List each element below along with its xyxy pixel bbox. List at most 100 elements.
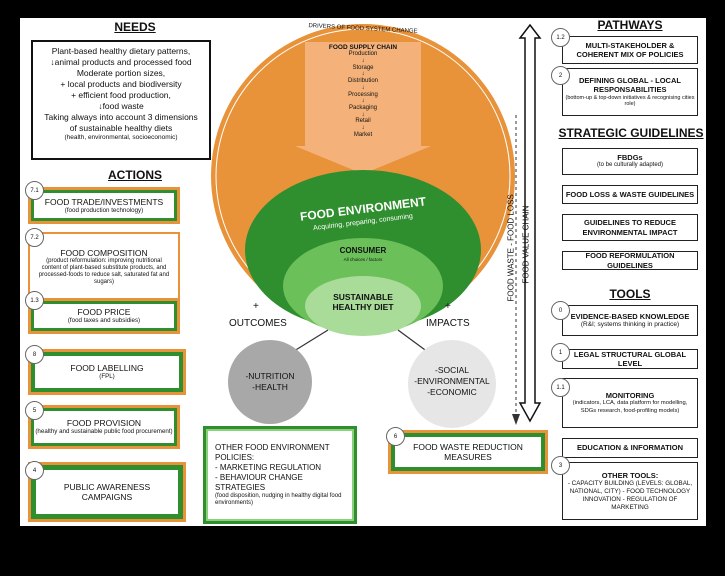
impact-item: -SOCIAL [434,365,469,375]
food-loss-label: FOOD WASTE - FOOD LOSS [506,194,516,302]
tool-sub: - CAPACITY BUILDING (LEVELS: GLOBAL, NAT… [567,479,693,511]
tool-number: 0 [551,301,570,320]
down-arrow-icon: ↓ [361,111,365,118]
outcomes-content: -NUTRITION -HEALTH [230,371,310,393]
policy-note: (food disposition, nudging in healthy di… [215,492,342,507]
pathway-title: DEFINING GLOBAL - LOCAL RESPONSABILITIES [579,75,681,95]
tool-title: LEGAL STRUCTURAL GLOBAL LEVEL [573,349,687,368]
action-sub: (product reformulation: improving nutrit… [38,257,170,286]
action-number: 5 [25,401,44,420]
needs-note: (health, environmental, socioeconomic) [64,134,178,142]
policy-line: - BEHAVIOUR CHANGE STRATEGIES [215,472,303,492]
needs-line: + local products and biodiversity [60,79,182,90]
down-arrow-icon: ↓ [361,125,365,132]
pathway-box: DEFINING GLOBAL - LOCAL RESPONSABILITIES… [562,68,698,116]
diet-circle [305,276,421,336]
tool-title: MONITORING [605,391,655,401]
needs-line: Taking always into account 3 dimensions [44,112,198,123]
action-number: 7.2 [25,228,44,247]
impacts-plus: + [445,301,451,312]
policy-line: OTHER FOOD ENVIRONMENT POLICIES: [215,442,330,462]
supply-chain-arrow-body [305,42,421,148]
pathway-box: MULTI-STAKEHOLDER & COHERENT MIX OF POLI… [562,36,698,64]
diet-title: SUSTAINABLE HEALTHY DIET [332,292,394,313]
guideline-sub: (to be culturally adapted) [596,162,664,169]
action-number: 8 [25,345,44,364]
supply-step: Market [353,131,373,138]
pathways-title: PATHWAYS [597,18,663,32]
diagram-canvas: NEEDS Plant-based healthy dietary patter… [20,18,706,526]
guideline-title: FOOD LOSS & WASTE GUIDELINES [565,189,695,199]
outcomes-plus: + [253,301,259,312]
needs-box: Plant-based healthy dietary patterns, ↓a… [31,40,211,160]
guideline-box: FOOD LOSS & WASTE GUIDELINES [562,185,698,204]
impacts-label: IMPACTS [426,318,470,329]
action-number: 1.3 [25,291,44,310]
waste-number: 6 [386,427,405,446]
needs-line: ↓animal products and processed food [50,57,192,68]
pathway-number: 2 [551,66,570,85]
guideline-box: FOOD REFORMULATION GUIDELINES [562,251,698,270]
tool-sub: (indicators, LCA, data platform for mode… [572,400,688,414]
supply-step: Production [348,51,378,58]
action-sub: (healthy and sustainable public food pro… [35,428,173,436]
supply-step: Distribution [347,78,378,85]
action-number: 4 [25,461,44,480]
action-campaigns: PUBLIC AWARENESS CAMPAIGNS [28,462,186,522]
action-sub: (FPL) [99,373,115,381]
action-title: PUBLIC AWARENESS CAMPAIGNS [63,481,151,502]
tool-box: LEGAL STRUCTURAL GLOBAL LEVEL [562,349,698,369]
supply-chain-arrow-head [295,146,431,174]
action-composition: FOOD COMPOSITION (product reformulation:… [28,232,180,302]
guideline-title: FBDGs [617,153,643,163]
guideline-box: FBDGs (to be culturally adapted) [562,148,698,175]
actions-title: ACTIONS [108,168,162,182]
guideline-title: FOOD REFORMULATION GUIDELINES [585,251,675,270]
supply-step: Packaging [348,105,378,112]
supply-chain: FOOD SUPPLY CHAIN Production ↓ Storage ↓… [305,44,421,139]
tool-title: EVIDENCE-BASED KNOWLEDGE [570,311,690,321]
outcome-item: -HEALTH [252,382,288,393]
impacts-content: -SOCIAL -ENVIRONMENTAL -ECONOMIC [408,365,496,398]
pathway-title: MULTI-STAKEHOLDER & COHERENT MIX OF POLI… [576,40,684,59]
action-number: 7.1 [25,181,44,200]
down-arrow-icon: ↓ [361,98,365,105]
tool-box: OTHER TOOLS: - CAPACITY BUILDING (LEVELS… [562,462,698,520]
action-sub: (food production technology) [64,206,144,214]
policy-line: - MARKETING REGULATION [215,462,322,472]
vertical-arrows [512,23,542,425]
down-arrow-icon: ↓ [361,71,365,78]
action-trade: FOOD TRADE/INVESTMENTS(food production t… [28,187,180,224]
guideline-box: GUIDELINES TO REDUCE ENVIRONMENTAL IMPAC… [562,214,698,241]
supply-step: Processing [348,91,378,98]
down-arrow-icon: ↓ [361,84,365,91]
other-policies-box: OTHER FOOD ENVIRONMENT POLICIES: - MARKE… [203,426,357,524]
action-title: FOOD TRADE/INVESTMENTS [44,196,164,207]
supply-step: Storage [352,64,374,71]
down-arrow-icon: ↓ [361,57,365,64]
needs-title: NEEDS [114,20,156,34]
outcomes-circle [228,340,312,424]
needs-line: + efficient food production, [71,90,171,101]
action-title: FOOD LABELLING [70,363,144,374]
action-title: FOOD PRICE [77,307,131,318]
action-provision: FOOD PROVISION(healthy and sustainable p… [28,405,180,449]
tool-number: 1.1 [551,378,570,397]
tool-number: 1 [551,343,570,362]
outcomes-label: OUTCOMES [229,318,287,329]
action-sub: (food taxes and subsidies) [67,317,141,325]
guidelines-title: STRATEGIC GUIDELINES [558,126,704,140]
tool-title: OTHER TOOLS: [601,470,659,480]
tool-sub: (R&I; systems thinking in practice) [580,321,680,329]
tools-title: TOOLS [609,287,651,301]
impacts-circle [408,340,496,428]
pathway-number: 1.2 [551,28,570,47]
action-price: FOOD PRICE(food taxes and subsidies) [28,298,180,334]
value-chain-label: FOOD VALUE CHAIN [521,205,531,284]
tool-number: 3 [551,456,570,475]
loss-arrowhead [512,414,520,425]
needs-line: Moderate portion sizes, [76,68,166,79]
outcome-item: -NUTRITION [245,371,295,381]
action-title: FOOD PROVISION [66,418,142,429]
consumer-title: CONSUMER [339,246,387,255]
